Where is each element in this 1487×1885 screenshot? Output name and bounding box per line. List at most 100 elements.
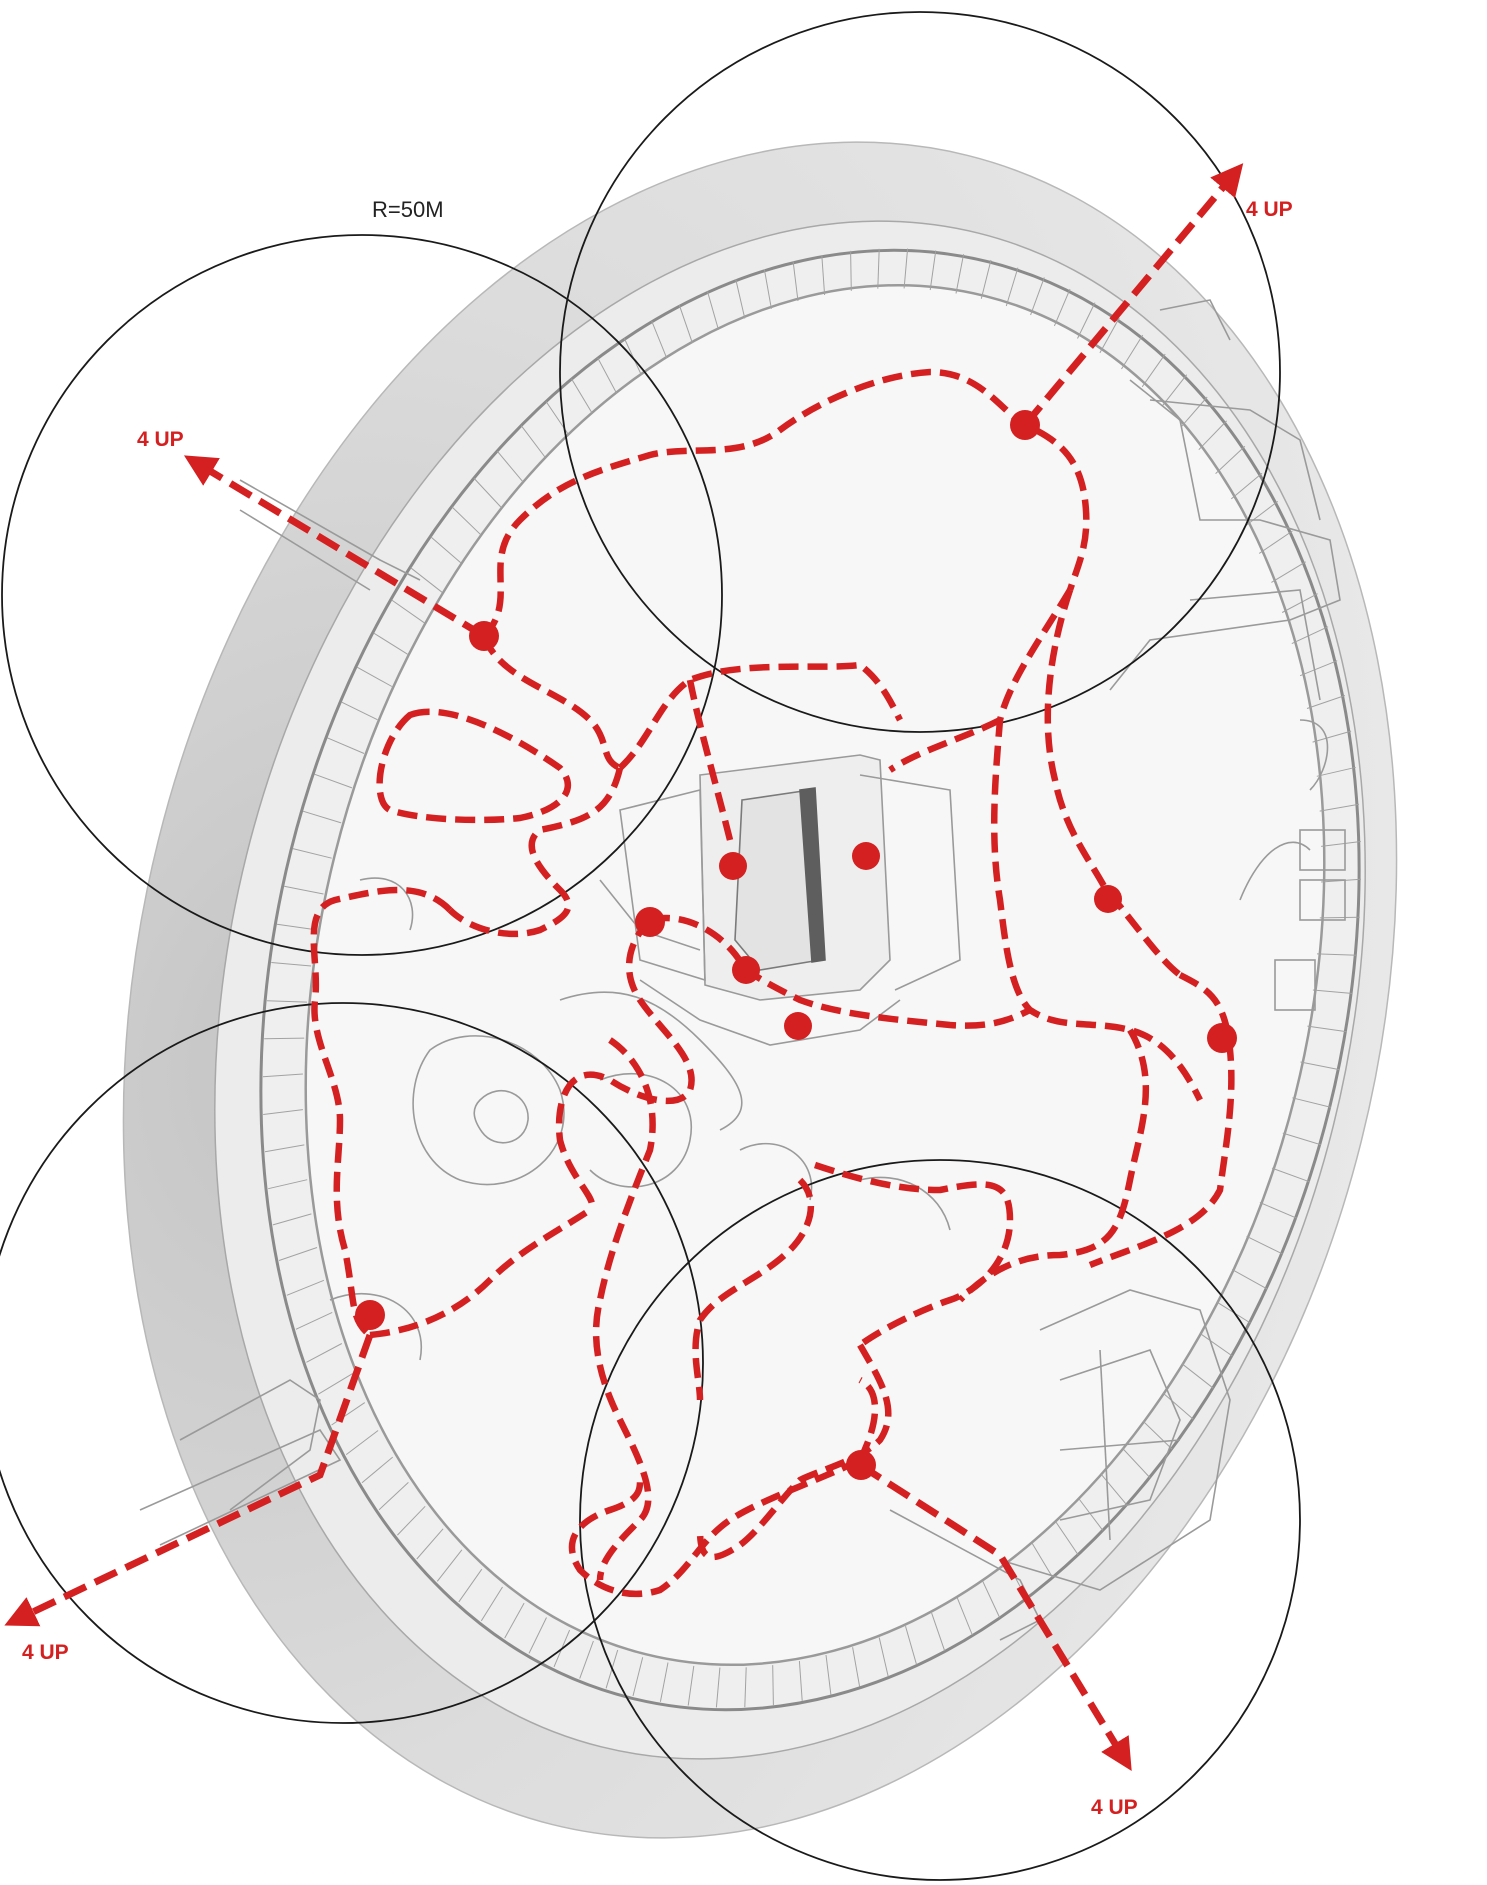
interior-plan [139,299,1346,1641]
facade-segment-line [266,1000,308,1003]
facade-segment-line [1282,1132,1322,1146]
facade-segment-line [850,250,852,291]
facade-segment-line [571,378,593,414]
node-southeast [846,1450,876,1480]
facade-segment-line [314,773,353,789]
facade-segment-line [397,1505,426,1536]
facade-segment-line [1271,561,1306,583]
route-west-inner [369,1207,592,1339]
route-south-stub [692,1177,815,1401]
facade-segment-line [341,701,378,721]
facade-segment-line [852,1647,861,1687]
facade-segment-line [1215,445,1246,474]
facade-segment-line [763,269,772,309]
facade-segment-line [458,1568,483,1603]
facade-segment-line [271,962,312,967]
facade-segment-line [1291,626,1329,645]
facade-segment-line [931,1612,946,1651]
facade-segment-line [262,1073,303,1078]
facade-segment-line [1281,593,1318,613]
route-center-east [742,965,1032,1029]
route-south-lower-loop [568,1457,862,1598]
node-east-hall [1094,885,1122,913]
facade-segments [262,248,1362,1708]
facade-segment-line [1316,766,1356,777]
facade-segment-line [1198,420,1227,451]
facade-segment-line [520,425,546,458]
facade-segment-line [1312,730,1352,743]
route-east-link [888,717,1002,773]
facade-segment-line [345,1430,379,1455]
route-east-column-b [1044,588,1182,978]
facade-segment-line [528,1617,547,1654]
facade-segment-line [744,1667,747,1708]
facade-segment-line [504,1602,525,1639]
facade-segment-line [1199,1332,1233,1357]
facade-segment-line [1292,1097,1332,1108]
facade-segment-line [436,1549,463,1582]
facade-segment-line [1231,1269,1268,1290]
facade-segment-line [1306,695,1346,709]
facade-segment-line [956,1597,973,1636]
facade-segment-line [480,1586,503,1622]
facade-segment-line [302,810,342,824]
facade-segment-line [272,1213,312,1226]
facade-segment-line [1099,317,1120,354]
facade-segment-line [410,567,443,593]
facade-segment-line [451,506,482,536]
radius-circle-southwest [0,1002,704,1724]
exit-label-southeast: 4 UP [1091,1796,1138,1819]
facade-segment-line [391,599,425,624]
facade-segment-line [1077,302,1096,339]
node-northwest [469,621,499,651]
facade-segment-line [356,666,393,687]
exit-route-northeast [1022,163,1244,428]
facade-segment-line [1299,660,1338,677]
facade-segment-line [378,1482,409,1511]
route-center-to-nw [447,767,624,938]
facade-segment-line [292,848,332,859]
evacuation-routes [310,368,1235,1598]
facade-segment-line [416,1528,444,1560]
facade-segment-line [1121,334,1144,370]
route-east-edge [1088,972,1235,1269]
facade-segment-line [1078,1498,1104,1531]
facade-segment-line [306,1343,343,1363]
facade-segment-line [772,1665,774,1706]
route-central-upper [617,661,903,771]
exit-route-southwest [4,1333,374,1627]
facade-segment-line [268,1179,308,1190]
facade-segment-line [1230,472,1263,500]
facade-segment-line [982,1580,1001,1618]
facade-segment-line [1181,1363,1214,1389]
facade-segment-line [473,478,502,508]
facade-segment-line [821,255,826,296]
facade-segment-line [1053,288,1071,327]
facade-segment-line [263,1109,303,1115]
node-east-edge [1207,1023,1237,1053]
radius-label: R=50M [372,197,444,222]
facade-segment-line [659,1662,669,1702]
facade-segment-line [878,1637,889,1677]
facade-segment-line [798,1660,803,1701]
exit-route-northwest [183,455,486,639]
facade-segment-line [825,1654,832,1695]
route-west-loop [310,886,453,1338]
facade-segment-line [579,1640,594,1679]
facade-segment-line [955,254,965,294]
facade-segment-line [1100,1473,1128,1506]
facade-segment-line [1031,1542,1053,1578]
facade-segment-line [284,885,324,895]
facade-segment-line [651,320,668,359]
facade-segment-line [792,261,799,302]
facade-segment-line [903,248,909,289]
facade-segment-line [735,279,746,319]
facade-segment-line [1246,1235,1283,1255]
node-southwest [355,1300,385,1330]
exit-routes [4,163,1244,1771]
route-south-meander [813,1161,1014,1348]
facade-segment-line [1259,1202,1297,1219]
facade-segment-line [264,1037,305,1040]
